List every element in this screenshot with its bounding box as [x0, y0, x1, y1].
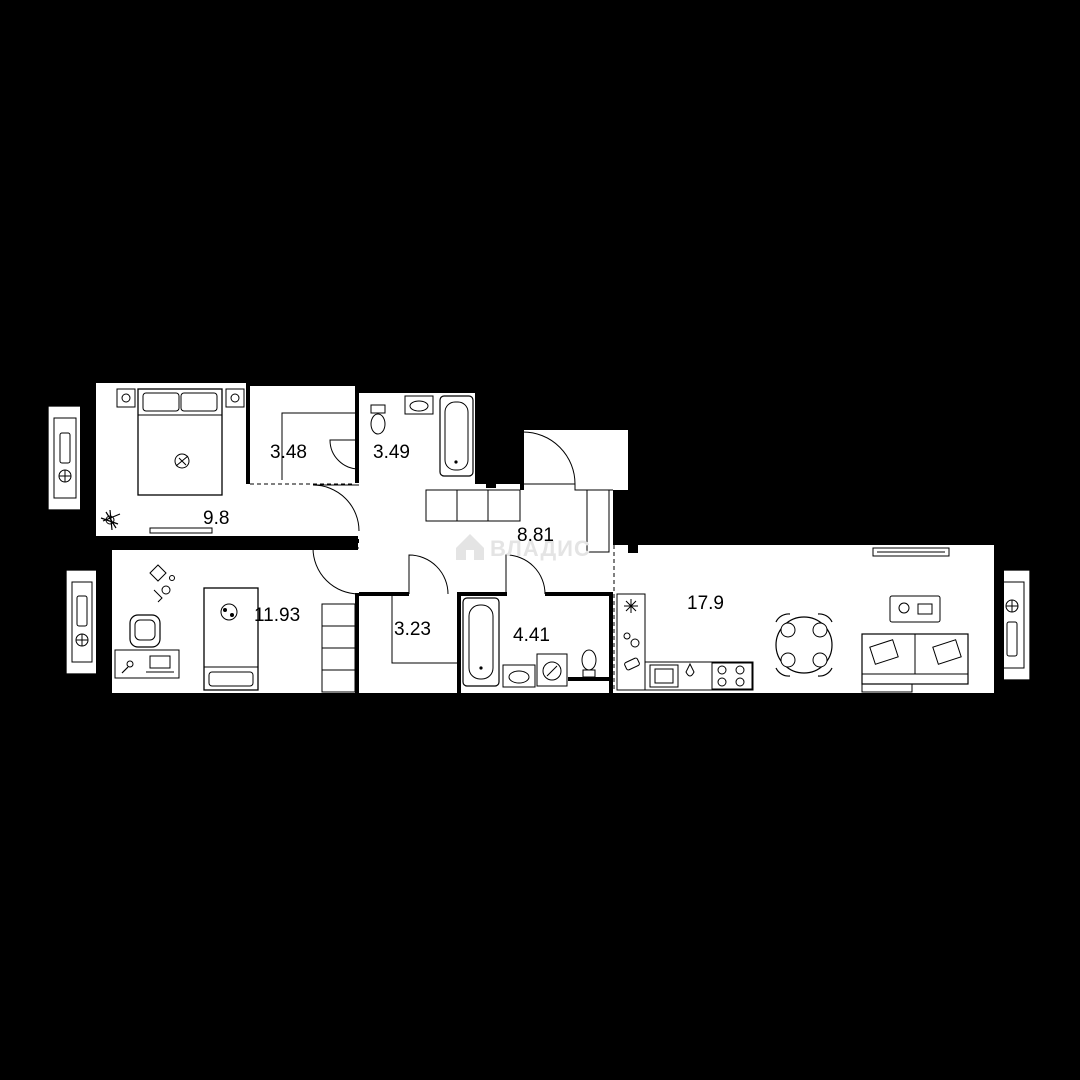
hallway-shelf	[586, 489, 610, 553]
toilet-icon	[370, 404, 386, 435]
plant-icon	[100, 509, 121, 531]
room-area-storage: 3.23	[394, 619, 431, 640]
room-area-hallway: 8.81	[517, 525, 554, 546]
hallway-wardrobe	[425, 489, 521, 522]
double-bed-icon	[137, 388, 223, 496]
stove-icon	[711, 662, 753, 690]
sink-icon	[404, 395, 434, 415]
room-area-bedroom-2: 11.93	[254, 605, 300, 626]
bathtub-icon	[439, 395, 474, 477]
sofa-icon	[861, 633, 969, 693]
kettle-icon	[623, 632, 640, 671]
sink-icon	[502, 664, 536, 688]
radiator-icon	[58, 469, 72, 483]
room-area-bedroom: 9.8	[203, 508, 229, 529]
radiator-icon	[149, 527, 213, 534]
toy-icon	[174, 453, 190, 469]
room-area-wardrobe: 3.48	[270, 442, 307, 463]
coffee-table-icon	[889, 595, 941, 623]
shelf-unit	[321, 603, 356, 693]
radiator-icon	[1005, 599, 1019, 613]
armchair-icon	[129, 614, 161, 648]
radiator-icon	[75, 633, 89, 647]
watermark-text: ВЛАДИС	[490, 536, 591, 561]
room-area-bathroom-1: 3.49	[373, 442, 410, 463]
watermark: ВЛАДИС	[456, 534, 591, 561]
room-area-bathroom-2: 4.41	[513, 625, 550, 646]
room-area-kitchen-living: 17.9	[687, 593, 724, 614]
balcony-left-bottom	[65, 569, 99, 675]
toy-icon	[220, 603, 238, 621]
single-bed-icon	[203, 587, 259, 691]
toy-icon	[149, 564, 175, 603]
washing-machine-icon	[536, 653, 568, 687]
balcony-left-top	[47, 405, 83, 511]
kitchen-counter	[616, 593, 754, 691]
house-logo-icon	[456, 534, 484, 560]
wardrobe-shelf	[281, 412, 355, 480]
fridge-icon	[624, 599, 638, 613]
toilet-icon	[581, 649, 597, 678]
storage-shelf	[391, 596, 457, 664]
interior-walls	[96, 383, 994, 695]
dining-table-icon	[775, 613, 833, 677]
kitchen-sink-icon	[649, 662, 695, 688]
tv-icon	[872, 547, 950, 557]
nightstand-icon	[116, 388, 245, 408]
desk-icon	[114, 649, 180, 679]
bathtub-icon	[462, 597, 500, 687]
